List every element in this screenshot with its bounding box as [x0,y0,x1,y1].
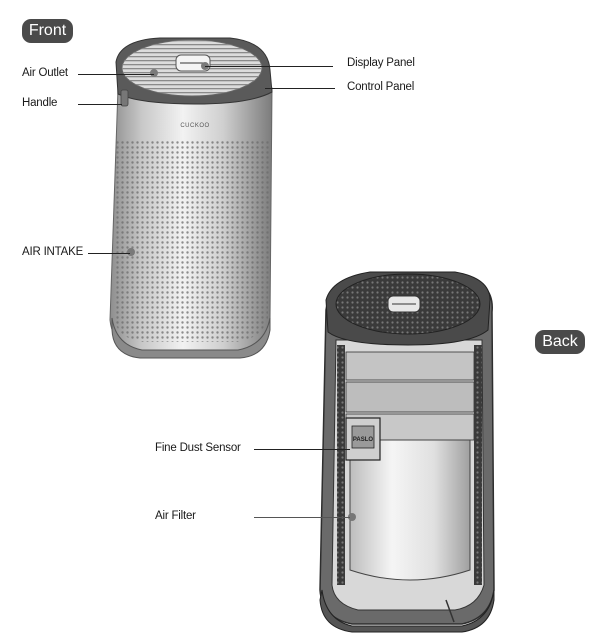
label-handle: Handle [22,97,58,109]
label-air-filter: Air Filter [155,510,196,522]
leader-air-filter [254,517,350,518]
svg-text:CUCKOO: CUCKOO [180,123,209,129]
front-view-badge: Front [22,19,73,43]
leader-display-panel [205,66,333,67]
leader-air-outlet [78,74,154,75]
leader-fine-dust-sensor [254,449,350,450]
front-unit: CUCKOO [109,37,273,359]
svg-text:PASLO: PASLO [353,437,374,443]
label-air-intake: AIR INTAKE [22,246,84,258]
leader-handle [78,104,122,105]
label-fine-dust-sensor: Fine Dust Sensor [155,442,241,454]
label-air-outlet: Air Outlet [22,67,68,79]
back-view-badge: Back [535,330,585,354]
label-control-panel: Control Panel [347,81,415,93]
label-display-panel: Display Panel [347,57,415,69]
back-unit: PASLO [319,271,495,633]
leader-air-intake [88,253,130,254]
leader-control-panel [265,88,335,89]
